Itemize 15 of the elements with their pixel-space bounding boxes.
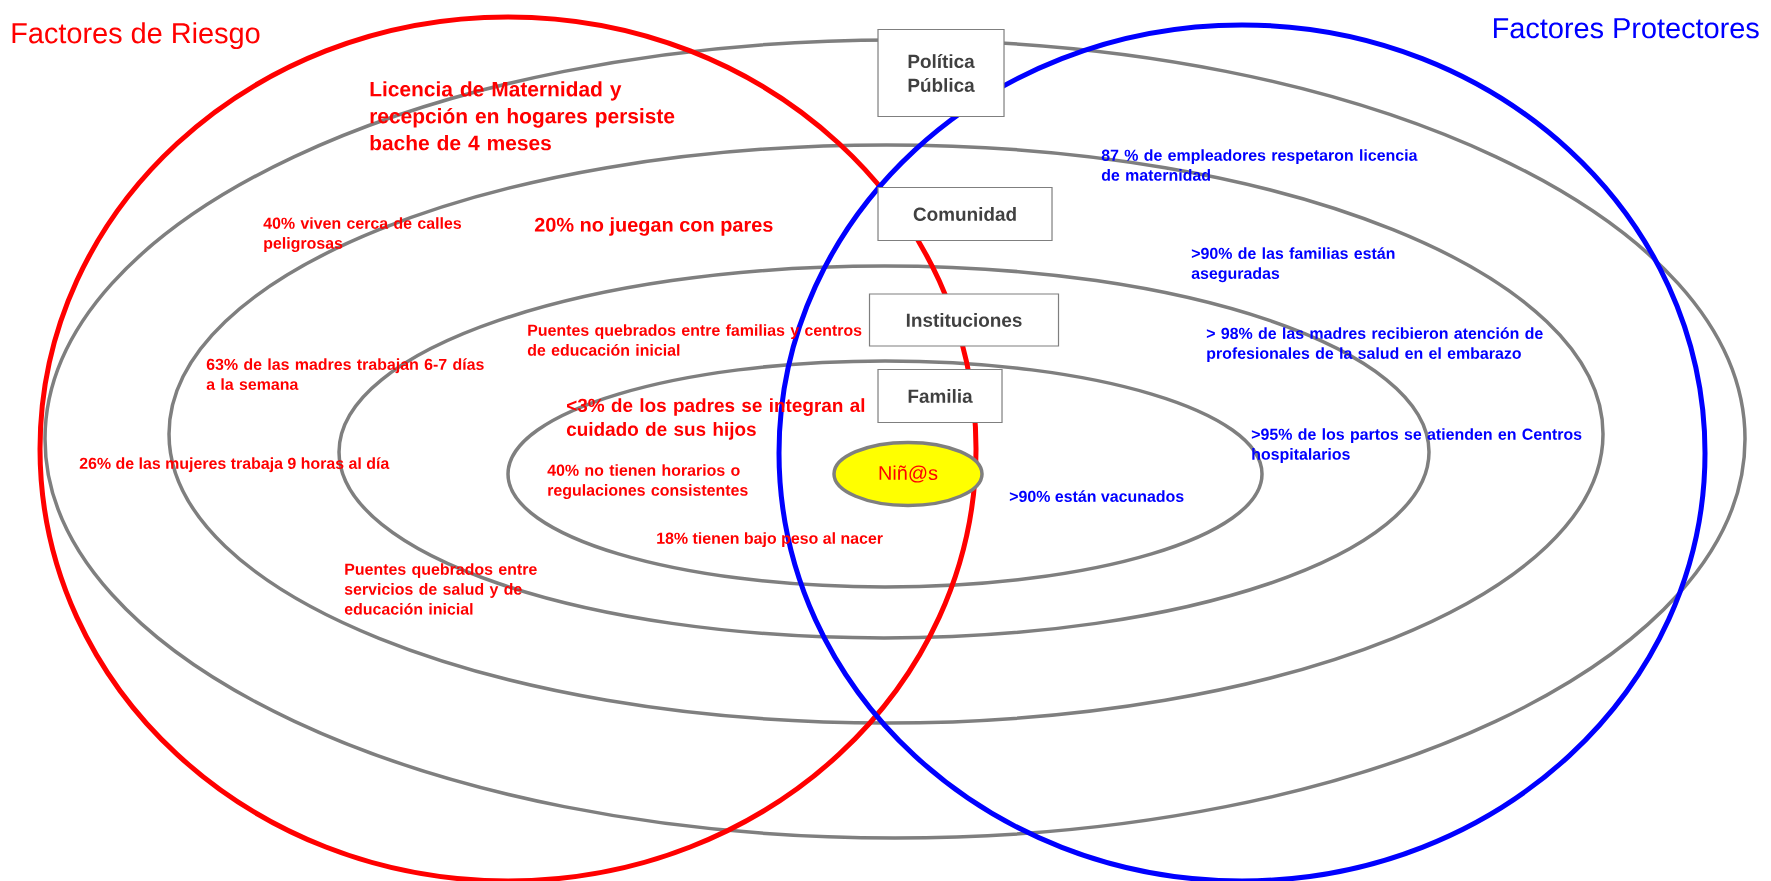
finding-text: >90% de las familias están aseguradas	[1191, 247, 1395, 283]
finding-text: 40% viven cerca de calles peligrosas	[263, 217, 461, 253]
finding-text: 63% de las madres trabajan 6-7 días a la semana	[206, 358, 484, 390]
finding-text: 40% no tienen horarios o regulaciones consistentes	[547, 464, 748, 500]
finding-text: 20% no juegan con pares	[534, 217, 773, 236]
circle-title: Factores Protectores	[1494, 18, 1759, 39]
finding-text: 87 % de empleadores respetaron licencia de maternidad	[1101, 149, 1418, 181]
finding-text: 26% de las mujeres trabaja 9 horas al día	[79, 457, 390, 473]
circle-title: Factores de Riesgo	[12, 22, 260, 50]
level-box: Política Pública	[877, 28, 1005, 118]
finding-text: >95% de los partos se atienden en Centros hospitalarios	[1251, 428, 1582, 463]
finding-text: Puentes quebrados entre servicios de salud y de educación inicial	[344, 563, 537, 615]
finding-text: Licencia de Maternidad y recepción en hogares persiste bache de 4 meses	[370, 81, 675, 151]
finding-text: > 98% de las madres recibieron atención de profesionales de la salud en el embarazo	[1206, 327, 1543, 363]
finding-text: >90% están vacunados	[1009, 490, 1184, 503]
